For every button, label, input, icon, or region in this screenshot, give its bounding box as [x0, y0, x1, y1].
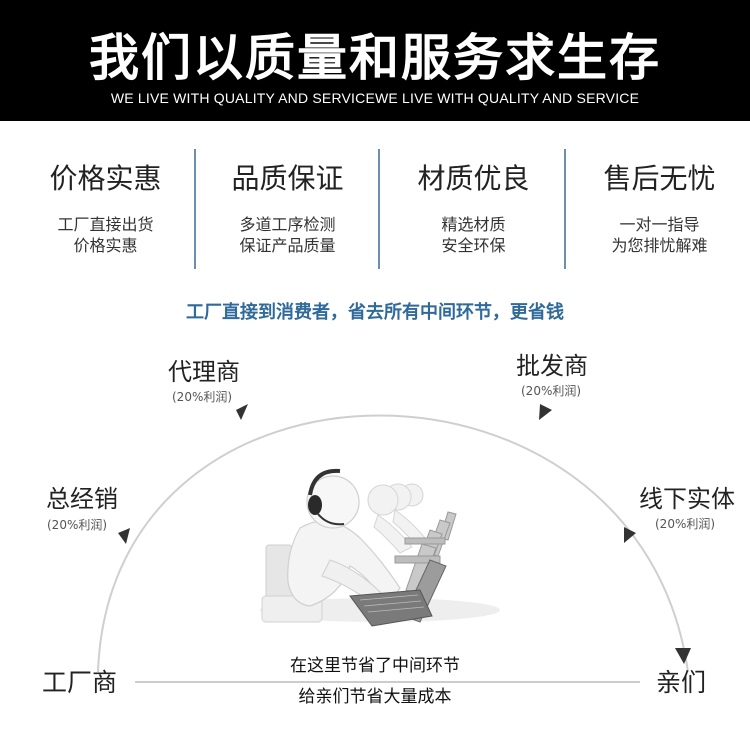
feature-line-1: 精选材质 [441, 215, 506, 234]
feature-title: 品质保证 [231, 162, 344, 195]
feature-line-2: 价格实惠 [73, 236, 138, 255]
node-general-distributor: 总经销 [46, 485, 118, 513]
feature-line-2: 安全环保 [441, 236, 506, 255]
feature-price: 价格实惠 工厂直接出货 价格实惠 [12, 143, 199, 273]
feature-material: 材质优良 精选材质 安全环保 [380, 143, 567, 273]
arrow-icon [539, 404, 552, 420]
header-banner: 我们以质量和服务求生存 WE LIVE WITH QUALITY AND SER… [0, 0, 750, 121]
arrow-icon [236, 404, 248, 420]
slogan: 工厂直接到消费者，省去所有中间环节，更省钱 [186, 302, 564, 323]
customer-service-illustration-icon [260, 468, 500, 627]
header-title: 我们以质量和服务求生存 [89, 29, 661, 87]
feature-divider [378, 149, 380, 269]
feature-title: 售后无忧 [603, 162, 716, 195]
node-customer: 亲们 [656, 668, 707, 697]
feature-aftersales: 售后无忧 一对一指导 为您排忧解难 [566, 143, 750, 273]
arrow-icon [675, 648, 691, 664]
node-wholesaler: 批发商 [516, 352, 588, 380]
feature-line-2: 保证产品质量 [239, 236, 336, 255]
bottom-text-line-1: 在这里节省了中间环节 [290, 656, 460, 676]
feature-row: 价格实惠 工厂直接出货 价格实惠 品质保证 多道工序检测 保证产品质量 材质优良… [0, 143, 750, 273]
feature-title: 价格实惠 [49, 162, 162, 195]
feature-title: 材质优良 [417, 162, 530, 195]
arrow-icon [624, 527, 636, 543]
node-general-profit: (20%利润) [47, 518, 108, 532]
arrow-icon [118, 528, 130, 544]
feature-divider [194, 149, 196, 269]
feature-line-1: 多道工序检测 [239, 215, 336, 234]
node-offline-store: 线下实体 [639, 485, 735, 513]
distribution-arc [97, 414, 689, 673]
node-wholesaler-profit: (20%利润) [521, 384, 582, 398]
feature-line-1: 一对一指导 [619, 215, 700, 234]
feature-quality: 品质保证 多道工序检测 保证产品质量 [194, 143, 381, 273]
node-agent-profit: (20%利润) [172, 390, 233, 404]
node-agent: 代理商 [168, 358, 240, 386]
feature-line-1: 工厂直接出货 [57, 215, 154, 234]
bottom-text-line-2: 给亲们节省大量成本 [298, 687, 452, 707]
feature-divider [564, 149, 566, 269]
node-offline-profit: (20%利润) [655, 517, 716, 531]
header-subtitle: WE LIVE WITH QUALITY AND SERVICEWE LIVE … [110, 90, 640, 106]
node-factory: 工厂商 [42, 668, 118, 697]
feature-line-2: 为您排忧解难 [611, 236, 708, 255]
